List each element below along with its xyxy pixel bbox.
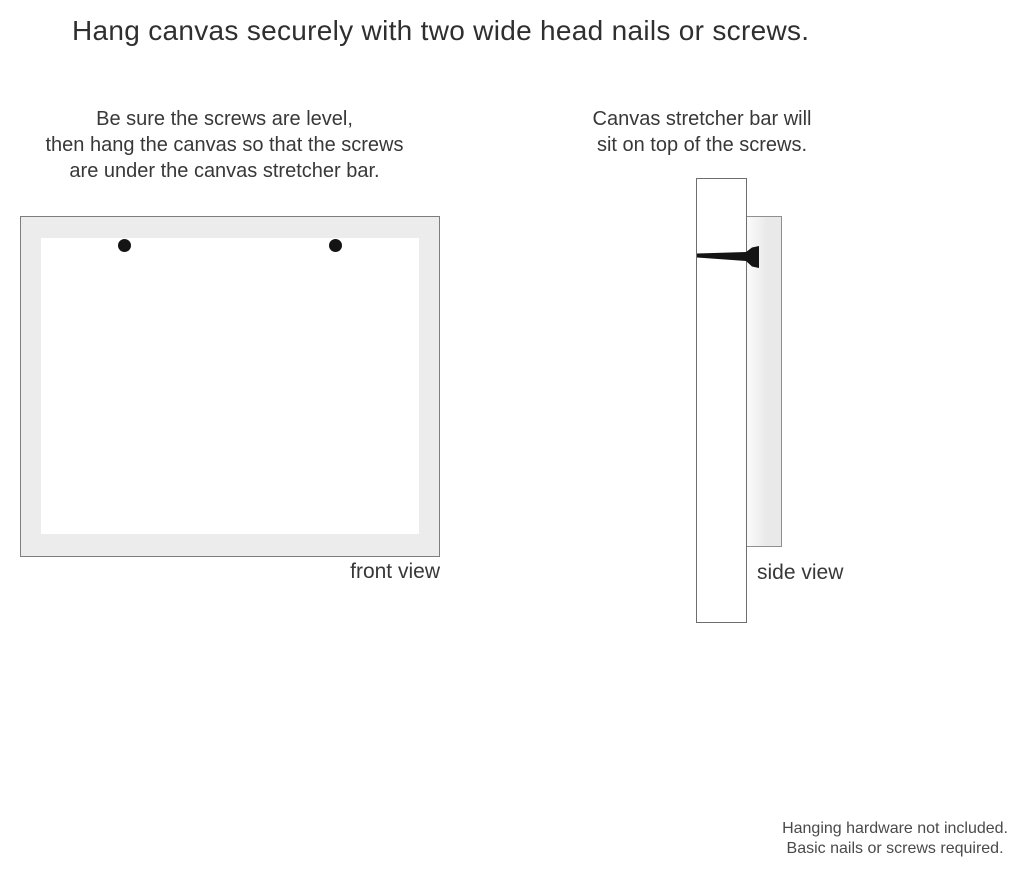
instruction-line: are under the canvas stretcher bar. bbox=[69, 160, 380, 182]
instruction-line: sit on top of the screws. bbox=[596, 134, 808, 156]
nail-head-icon bbox=[118, 239, 131, 252]
nail-icon bbox=[697, 246, 759, 268]
footnote-line: Basic nails or screws required. bbox=[786, 839, 1004, 857]
right-instruction: Canvas stretcher bar will sit on top of … bbox=[558, 106, 846, 158]
footnote-line: Hanging hardware not included. bbox=[782, 820, 1008, 837]
wall-rect bbox=[696, 178, 747, 623]
front-view-label: front view bbox=[350, 560, 440, 583]
left-instruction: Be sure the screws are level, then hang … bbox=[12, 106, 437, 184]
front-view-canvas-frame bbox=[20, 216, 440, 557]
canvas-face bbox=[41, 238, 419, 534]
instruction-line: Be sure the screws are level, bbox=[96, 108, 353, 130]
side-view-label: side view bbox=[757, 561, 844, 584]
instruction-line: Canvas stretcher bar will bbox=[592, 108, 812, 130]
instruction-line: then hang the canvas so that the screws bbox=[45, 134, 404, 156]
footnote: Hanging hardware not included. Basic nai… bbox=[782, 819, 1008, 858]
page-title: Hang canvas securely with two wide head … bbox=[72, 15, 810, 46]
nail-head-icon bbox=[329, 239, 342, 252]
